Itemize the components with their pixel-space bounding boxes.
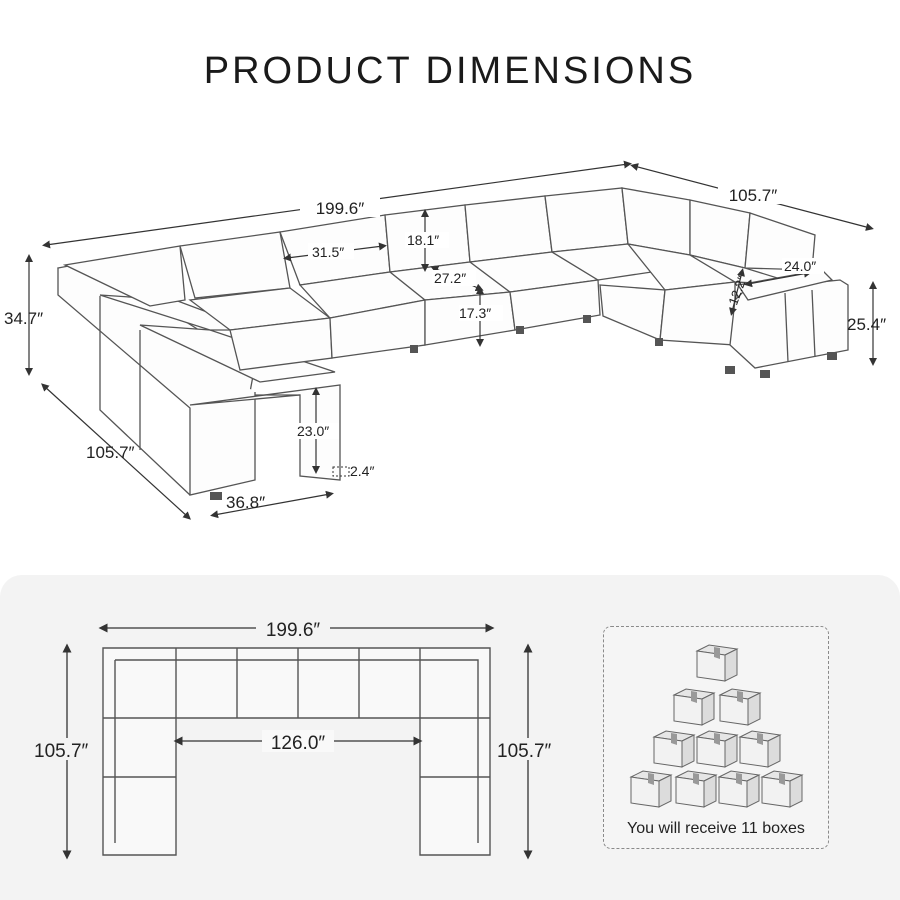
- sofa-outline: [57, 187, 849, 496]
- seat-height-label: 17.3″: [459, 305, 491, 321]
- right-depth-label: 105.7″: [729, 186, 778, 205]
- boxes-pyramid: [629, 644, 804, 808]
- arm-height-label: 25.4″: [847, 315, 886, 334]
- box-icon: [718, 688, 762, 726]
- box-icon: [738, 730, 782, 768]
- pillow-width-label: 24.0″: [784, 258, 816, 274]
- left-depth-label: 105.7″: [86, 443, 135, 462]
- page-title: PRODUCT DIMENSIONS: [203, 50, 697, 92]
- plan-outline: [102, 647, 491, 856]
- seat-width-label: 31.5″: [312, 244, 344, 260]
- box-icon: [674, 770, 718, 808]
- box-icon: [652, 730, 696, 768]
- plan-right-depth-label: 105.7″: [497, 741, 552, 762]
- boxes-card: You will receive 11 boxes: [603, 626, 829, 849]
- box-icon: [672, 688, 716, 726]
- box-icon: [695, 644, 739, 682]
- plan-left-depth-label: 105.7″: [34, 741, 89, 762]
- plan-inner-width-label: 126.0″: [271, 733, 326, 754]
- leg-height-label: 2.4″: [350, 463, 374, 479]
- box-icon: [717, 770, 761, 808]
- box-icon: [760, 770, 804, 808]
- plan-width-label: 199.6″: [266, 620, 321, 641]
- total-width-label: 199.6″: [316, 199, 365, 218]
- back-height-label: 18.1″: [407, 232, 439, 248]
- leg-height-marker: [332, 466, 350, 477]
- bottom-panel: 199.6″ 126.0″ 105.7″ 105.7″ You will rec…: [0, 575, 900, 900]
- ottoman-width-label: 36.8″: [226, 493, 265, 512]
- sofa-plan-view: 199.6″ 126.0″ 105.7″ 105.7″: [34, 617, 561, 860]
- seat-depth-label: 27.2″: [434, 270, 466, 286]
- box-icon: [695, 730, 739, 768]
- total-height-label: 34.7″: [4, 309, 43, 328]
- dimension-labels: 199.6″ 105.7″ 34.7″ 105.7″ 36.8″ 25.4″ 3…: [4, 182, 886, 512]
- box-icon: [629, 770, 673, 808]
- sofa-isometric-drawing: 199.6″ 105.7″ 34.7″ 105.7″ 36.8″ 25.4″ 3…: [4, 160, 886, 520]
- boxes-caption: You will receive 11 boxes: [627, 820, 805, 837]
- ottoman-height-label: 23.0″: [297, 423, 329, 439]
